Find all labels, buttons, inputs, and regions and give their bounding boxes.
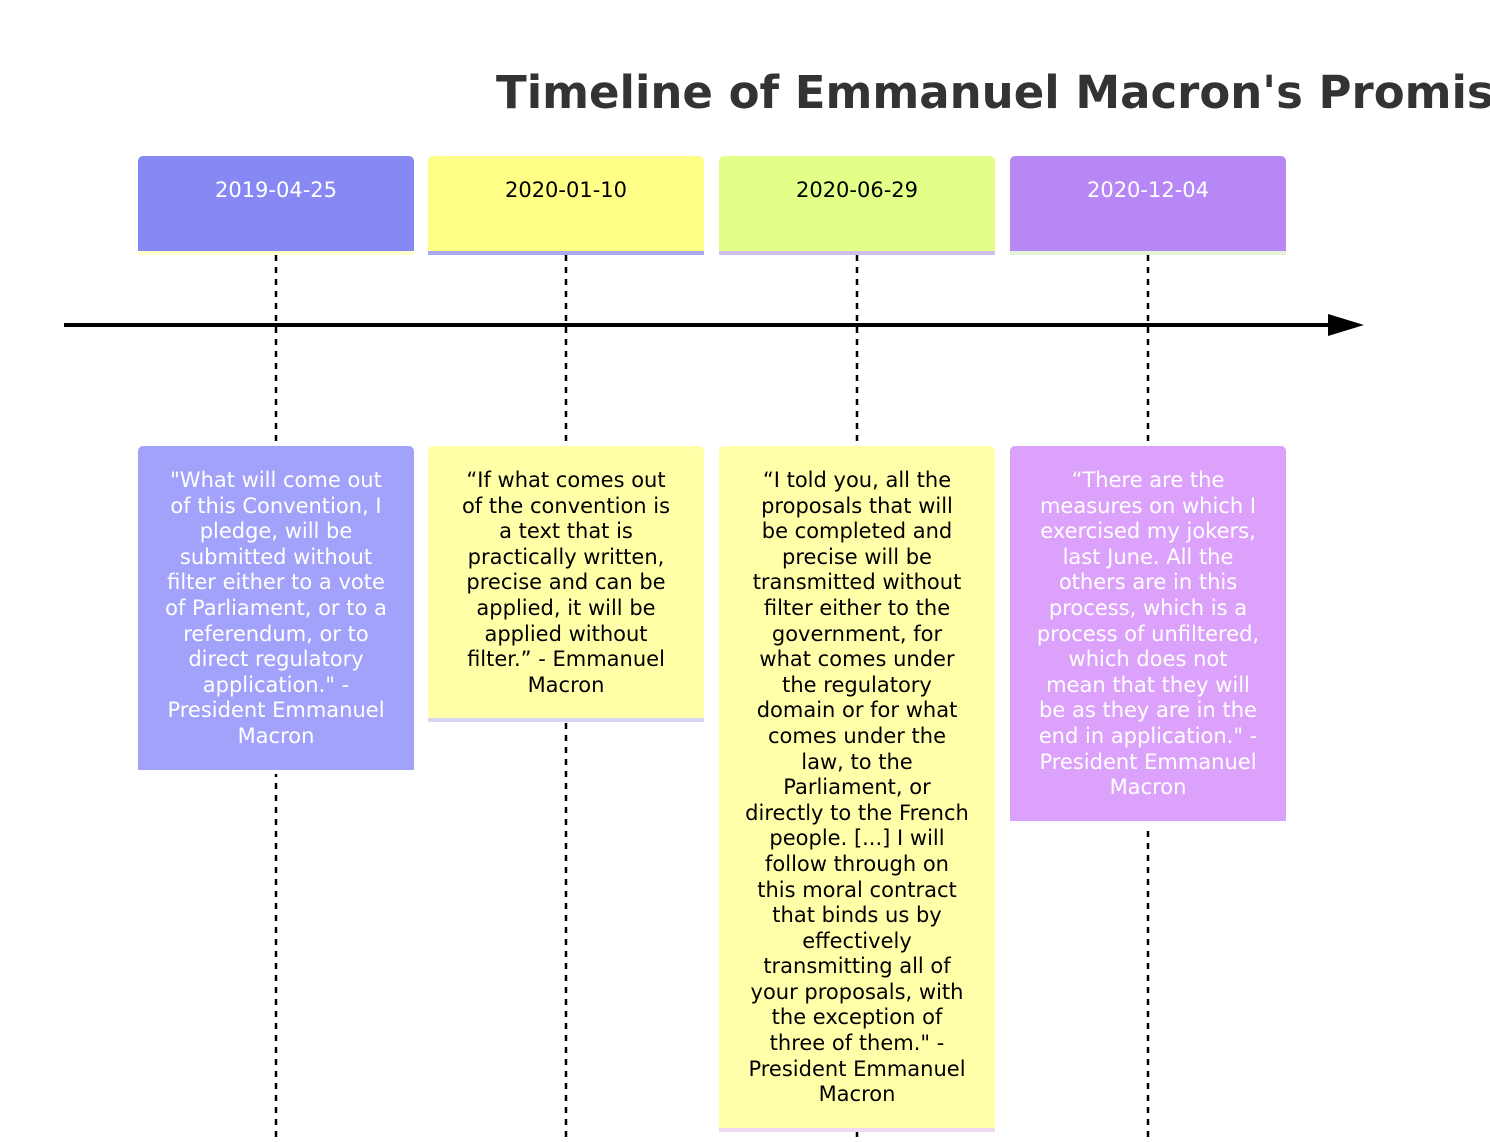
date-header-underline xyxy=(719,251,995,255)
date-header-underline xyxy=(1010,251,1286,255)
event-quote-text: “I told you, all the proposals that will… xyxy=(745,468,969,1107)
date-label: 2019-04-25 xyxy=(214,178,338,202)
date-header-underline xyxy=(138,251,414,255)
event-connector-lines xyxy=(274,255,1150,1142)
date-label: 2020-12-04 xyxy=(1086,178,1210,202)
date-label: 2020-06-29 xyxy=(795,178,919,202)
event-quote-text: “If what comes out of the convention is … xyxy=(461,468,671,697)
date-header: 2019-04-25 xyxy=(138,156,414,251)
event-quote-box: “I told you, all the proposals that will… xyxy=(719,446,995,1128)
event-quote-text: "What will come out of this Convention, … xyxy=(165,468,387,748)
event-quote-box: “There are the measures on which I exerc… xyxy=(1010,446,1286,821)
event-quote-text: “There are the measures on which I exerc… xyxy=(1036,468,1260,800)
date-label: 2020-01-10 xyxy=(504,178,628,202)
event-quote-underline xyxy=(719,1128,995,1132)
event-quote-underline xyxy=(428,718,704,722)
event-quote-underline xyxy=(138,770,414,774)
event-quote-box: "What will come out of this Convention, … xyxy=(138,446,414,770)
date-header: 2020-01-10 xyxy=(428,156,704,251)
diagram-title: Timeline of Emmanuel Macron's Promises xyxy=(496,66,1490,119)
date-header: 2020-06-29 xyxy=(719,156,995,251)
event-quote-box: “If what comes out of the convention is … xyxy=(428,446,704,719)
event-quote-underline xyxy=(1010,821,1286,825)
timeline-axis-arrowhead xyxy=(1328,314,1364,336)
date-header: 2020-12-04 xyxy=(1010,156,1286,251)
date-header-underline xyxy=(428,251,704,255)
